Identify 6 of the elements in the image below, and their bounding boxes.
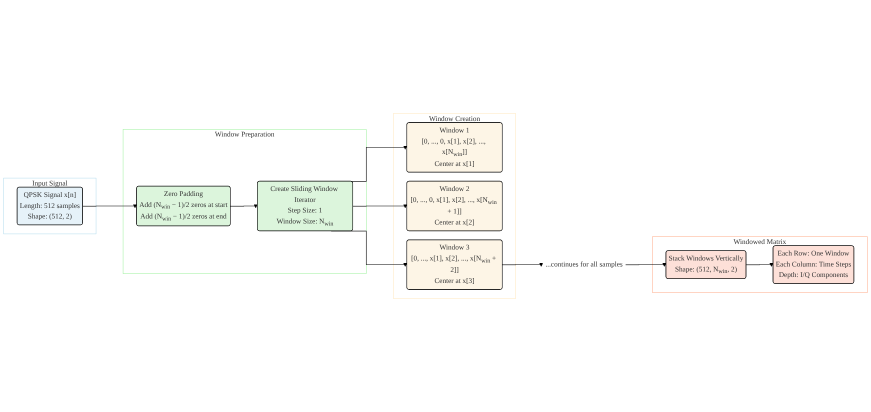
arrow — [230, 204, 258, 208]
arrow — [502, 262, 544, 267]
arrow — [82, 204, 137, 208]
arrow — [352, 204, 408, 208]
arrow — [625, 262, 666, 267]
arrow — [746, 262, 774, 267]
